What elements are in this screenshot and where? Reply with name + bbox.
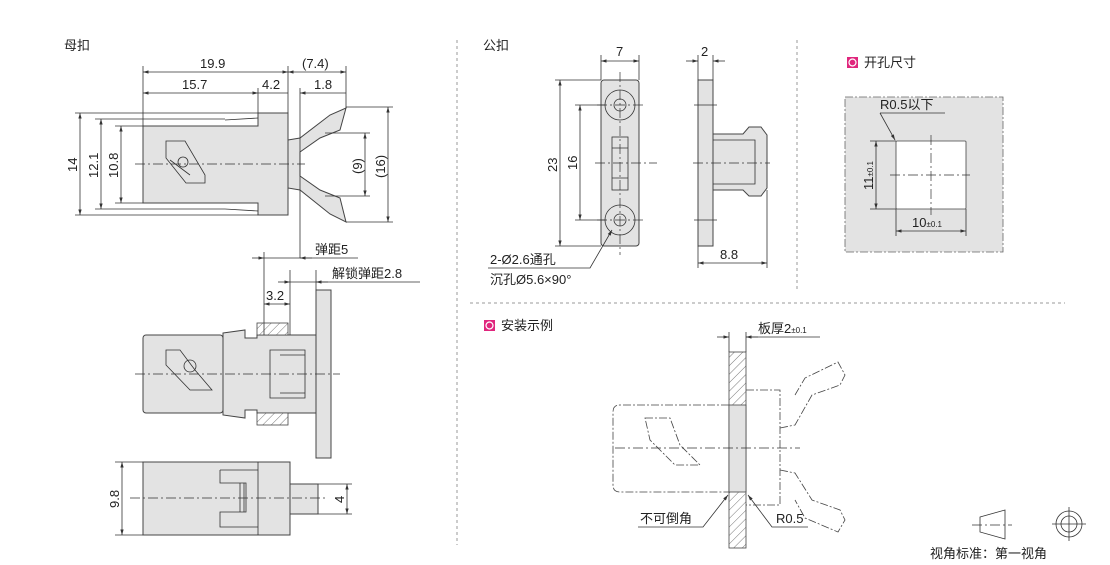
dim-8-8: 8.8 xyxy=(720,247,738,262)
section-marker-icon xyxy=(847,57,858,68)
cutout-section: 开孔尺寸 R0.5以下 11±0.1 10±0.1 xyxy=(844,55,1004,253)
install-radius-label: R0.5 xyxy=(776,511,803,526)
panel-thickness-label: 板厚2±0.1 xyxy=(758,321,807,336)
dim-4: 4 xyxy=(332,496,347,503)
dim-23: 23 xyxy=(545,158,560,172)
male-section: 公扣 7 2 xyxy=(483,38,770,287)
male-dimensions: 7 2 23 16 8.8 2-Ø2.6通孔 沉孔Ø5.6×90° xyxy=(488,44,768,287)
no-chamfer-label: 不可倒角 xyxy=(640,511,692,526)
male-front-view xyxy=(595,72,657,255)
dim-12-1: 12.1 xyxy=(86,153,101,178)
female-title: 母扣 xyxy=(64,38,90,53)
dim-9: (9) xyxy=(350,158,365,174)
dim-9-8: 9.8 xyxy=(107,490,122,508)
dim-15-7: 15.7 xyxy=(182,77,207,92)
install-section: 安装示例 板厚2±0.1 不可倒角 R0.5 xyxy=(484,318,846,549)
male-side-view xyxy=(693,79,770,247)
hole-callout-through: 2-Ø2.6通孔 xyxy=(490,252,556,267)
projection-label: 视角标准：第一视角 xyxy=(930,546,1047,561)
dim-2: 2 xyxy=(701,44,708,59)
dim-11: 11±0.1 xyxy=(861,160,876,190)
male-title: 公扣 xyxy=(483,38,509,53)
female-side-view xyxy=(135,289,340,459)
cutout-title: 开孔尺寸 xyxy=(864,55,916,70)
dim-14: 14 xyxy=(65,158,80,172)
hole-callout-countersink: 沉孔Ø5.6×90° xyxy=(490,272,571,287)
dim-7-4: (7.4) xyxy=(302,56,329,71)
section-marker-icon xyxy=(484,320,495,331)
first-angle-projection-symbol: 视角标准：第一视角 xyxy=(930,507,1086,561)
female-bottom-view: 9.8 4 xyxy=(107,461,352,536)
female-top-view xyxy=(135,107,347,223)
dim-4-2: 4.2 xyxy=(262,77,280,92)
female-side-dimensions: 弹距5 解锁弹距2.8 3.2 xyxy=(252,242,420,335)
female-top-dimensions: 19.9 (7.4) 15.7 4.2 1.8 14 12.1 10.8 (9) xyxy=(65,56,393,250)
dim-10-8: 10.8 xyxy=(106,153,121,178)
cutout-radius-label: R0.5以下 xyxy=(880,97,933,112)
dim-travel-5: 弹距5 xyxy=(315,242,348,257)
dim-10: 10±0.1 xyxy=(912,215,943,230)
dim-19-9: 19.9 xyxy=(200,56,225,71)
dim-1-8: 1.8 xyxy=(314,77,332,92)
dim-unlock-travel: 解锁弹距2.8 xyxy=(332,266,402,281)
dim-16-male: 16 xyxy=(565,156,580,170)
install-title: 安装示例 xyxy=(501,318,553,333)
dim-3-2: 3.2 xyxy=(266,288,284,303)
female-section: 母扣 19.9 (7.4) 15.7 4.2 1.8 xyxy=(64,38,420,536)
dim-7: 7 xyxy=(616,44,623,59)
dim-16: (16) xyxy=(373,155,388,178)
